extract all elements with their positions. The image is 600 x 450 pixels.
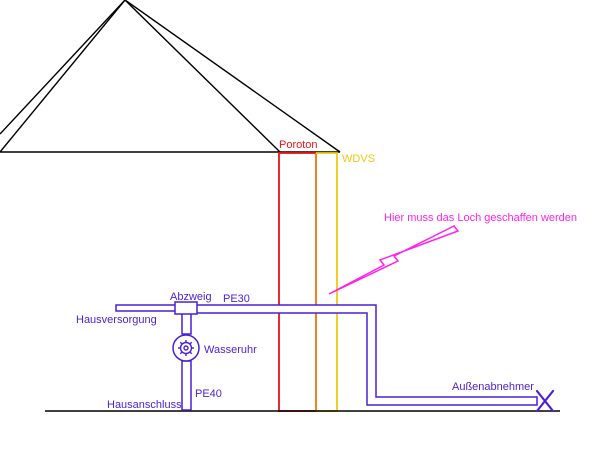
- wdvs-insulation-layer: [316, 152, 338, 412]
- roof: [0, 0, 341, 153]
- hausversorgung-label: Hausversorgung: [76, 314, 157, 326]
- gear-icon: [178, 340, 194, 356]
- pe40-pipe: [181, 360, 192, 411]
- wall: [278, 152, 338, 412]
- riser-pipe-upper: [181, 311, 192, 335]
- wasseruhr-label: Wasseruhr: [204, 344, 257, 356]
- roof-left-inner-edge: [0, 0, 126, 135]
- aussenabnehmer-label: Außenabnehmer: [452, 381, 534, 393]
- roof-right-outer-edge: [124, 0, 341, 153]
- branch-tee-fitting: [174, 301, 198, 315]
- wdvs-label: WDVS: [342, 153, 375, 165]
- hausanschluss-label: Hausanschluss: [107, 399, 182, 411]
- x-valve-icon: [535, 389, 555, 413]
- hint-arrow: [328, 225, 460, 295]
- pe30-pipe: [195, 304, 538, 406]
- water-meter-body: [172, 334, 200, 362]
- hint-label: Hier muss das Loch geschaffen werden: [384, 212, 577, 224]
- pe40-label: PE40: [195, 388, 222, 400]
- roof-right-inner-edge: [124, 0, 281, 153]
- pe30-label: PE30: [223, 293, 250, 305]
- roof-left-outer-edge: [0, 0, 126, 153]
- pipes: [115, 301, 538, 411]
- hausversorgung-pipe: [115, 304, 177, 312]
- poroton-label: Poroton: [279, 139, 318, 151]
- water-meter: [172, 334, 200, 362]
- poroton-wall-layer: [278, 152, 317, 412]
- abzweig-label: Abzweig: [170, 291, 212, 303]
